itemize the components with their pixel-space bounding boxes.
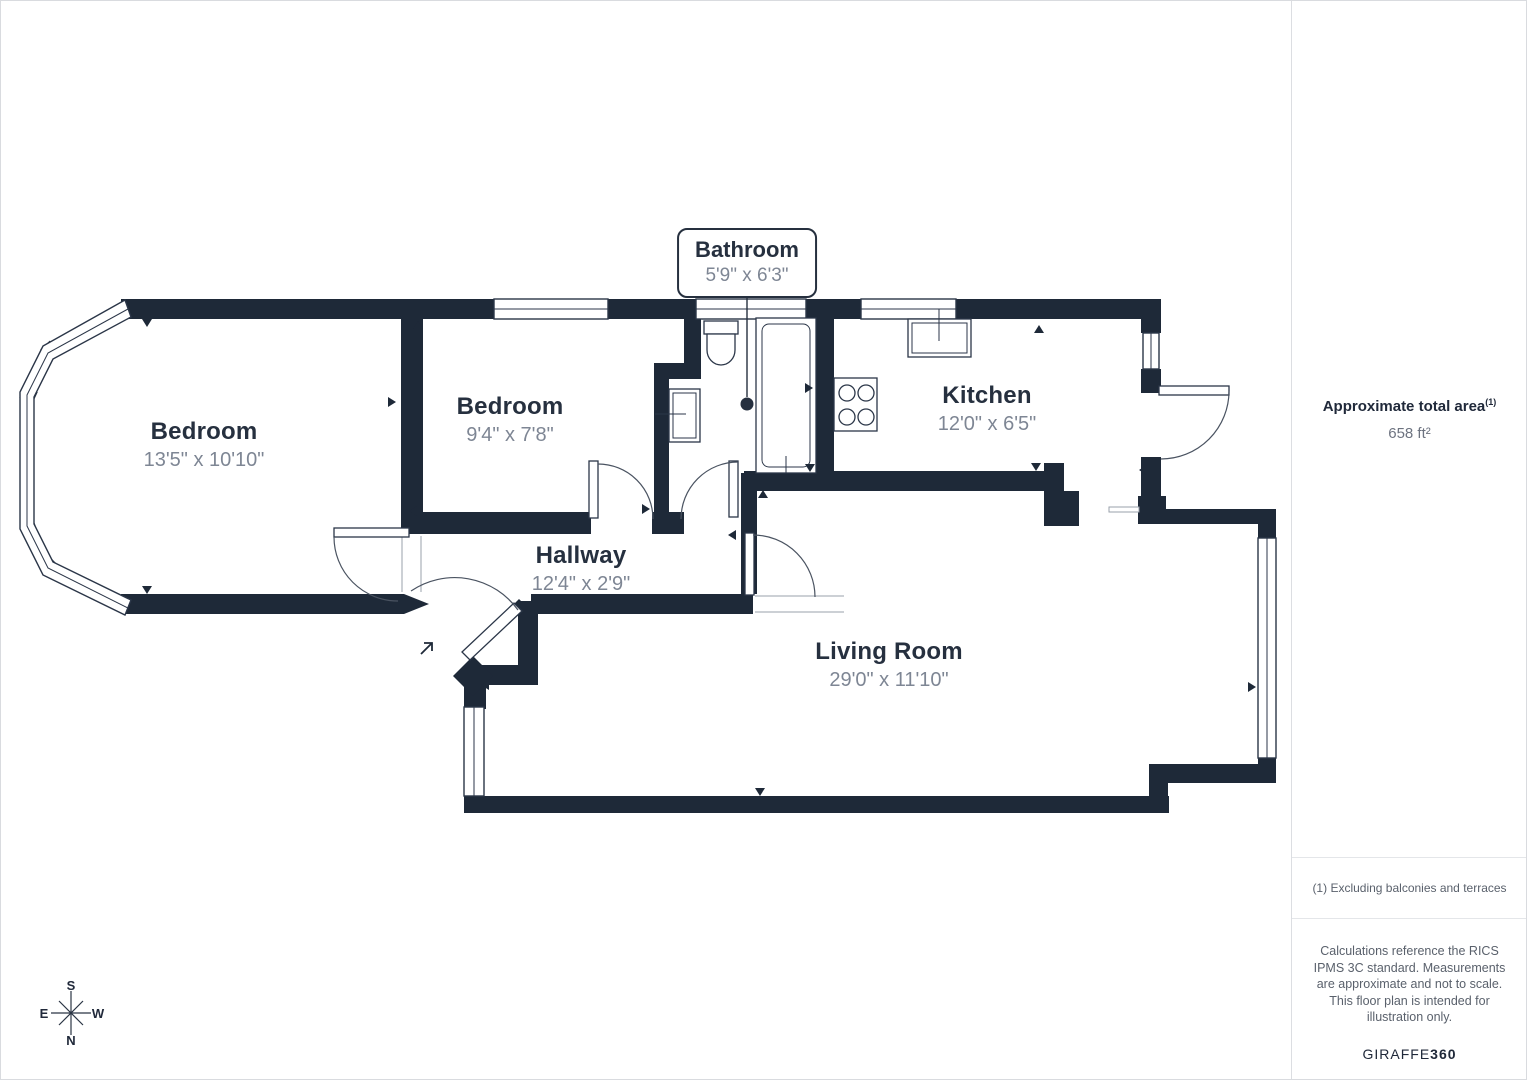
bathtub-icon [755,317,817,474]
room-label-living-room: Living Room 29'0" x 11'10" [815,638,963,692]
room-name: Bedroom [150,418,258,445]
room-name: Kitchen [942,382,1032,409]
bathroom-sink-icon [655,388,701,443]
compass-west-label: W [92,1006,105,1021]
room-dims: 5'9" x 6'3" [705,265,789,286]
toilet-icon [703,320,739,366]
floor-plan: S N E W Bedroom 13'5" x 10'10" Bedroom 9… [1,1,1291,1079]
entrance-arrow-icon [420,642,433,655]
room-label-bedroom-1: Bedroom 13'5" x 10'10" [144,418,265,472]
kitchen-sink-icon [907,309,972,358]
room-label-bedroom-2: Bedroom 9'4" x 7'8" [457,393,564,447]
room-name: Bedroom [456,393,564,420]
disclaimer-section: Calculations reference the RICS IPMS 3C … [1292,919,1526,1079]
giraffe360-logo: GIRAFFE360 [1305,1046,1514,1062]
room-dims: 13'5" x 10'10" [143,449,265,471]
walls-layer [19,299,1276,813]
room-name: Hallway [535,542,627,569]
door-leaves [333,385,1230,661]
room-name: Bathroom [695,237,799,262]
room-label-hallway: Hallway 12'4" x 2'9" [532,542,631,596]
total-area-footnote-ref: (1) [1485,397,1497,407]
room-dims: 12'4" x 2'9" [531,573,631,595]
bathroom-callout-leader [740,293,754,411]
floor-plan-svg: S N E W [19,293,1277,1048]
room-dims: 9'4" x 7'8" [466,424,554,446]
total-area-value: 658 ft² [1388,425,1431,442]
room-dims: 12'0" x 6'5" [937,413,1037,435]
windows-layer [463,298,1277,797]
total-area-block: Approximate total area(1) 658 ft² [1292,397,1526,442]
bay-window [19,298,132,616]
compass-south-label: S [67,978,76,993]
compass-icon: S N E W [40,978,105,1048]
brand-suffix: 360 [1430,1045,1457,1062]
room-label-kitchen: Kitchen 12'0" x 6'5" [938,382,1037,436]
door-arcs [333,390,1230,611]
compass-north-label: N [66,1033,75,1048]
compass-east-label: E [40,1006,49,1021]
brand-name: GIRAFFE [1362,1045,1431,1062]
footnote-section: (1) Excluding balconies and terraces [1292,857,1526,919]
footnote-text: (1) Excluding balconies and terraces [1312,881,1507,895]
hob-icon [833,377,878,432]
room-dims: 29'0" x 11'10" [829,669,949,691]
room-label-bathroom-callout: Bathroom 5'9" x 6'3" [677,228,817,298]
room-name: Living Room [815,638,963,665]
total-area-label: Approximate total area(1) [1322,397,1497,415]
disclaimer-text: Calculations reference the RICS IPMS 3C … [1313,944,1506,1024]
camera-markers [142,319,1256,796]
door-openings [401,506,1140,613]
info-sidebar: Approximate total area(1) 658 ft² (1) Ex… [1291,1,1526,1079]
